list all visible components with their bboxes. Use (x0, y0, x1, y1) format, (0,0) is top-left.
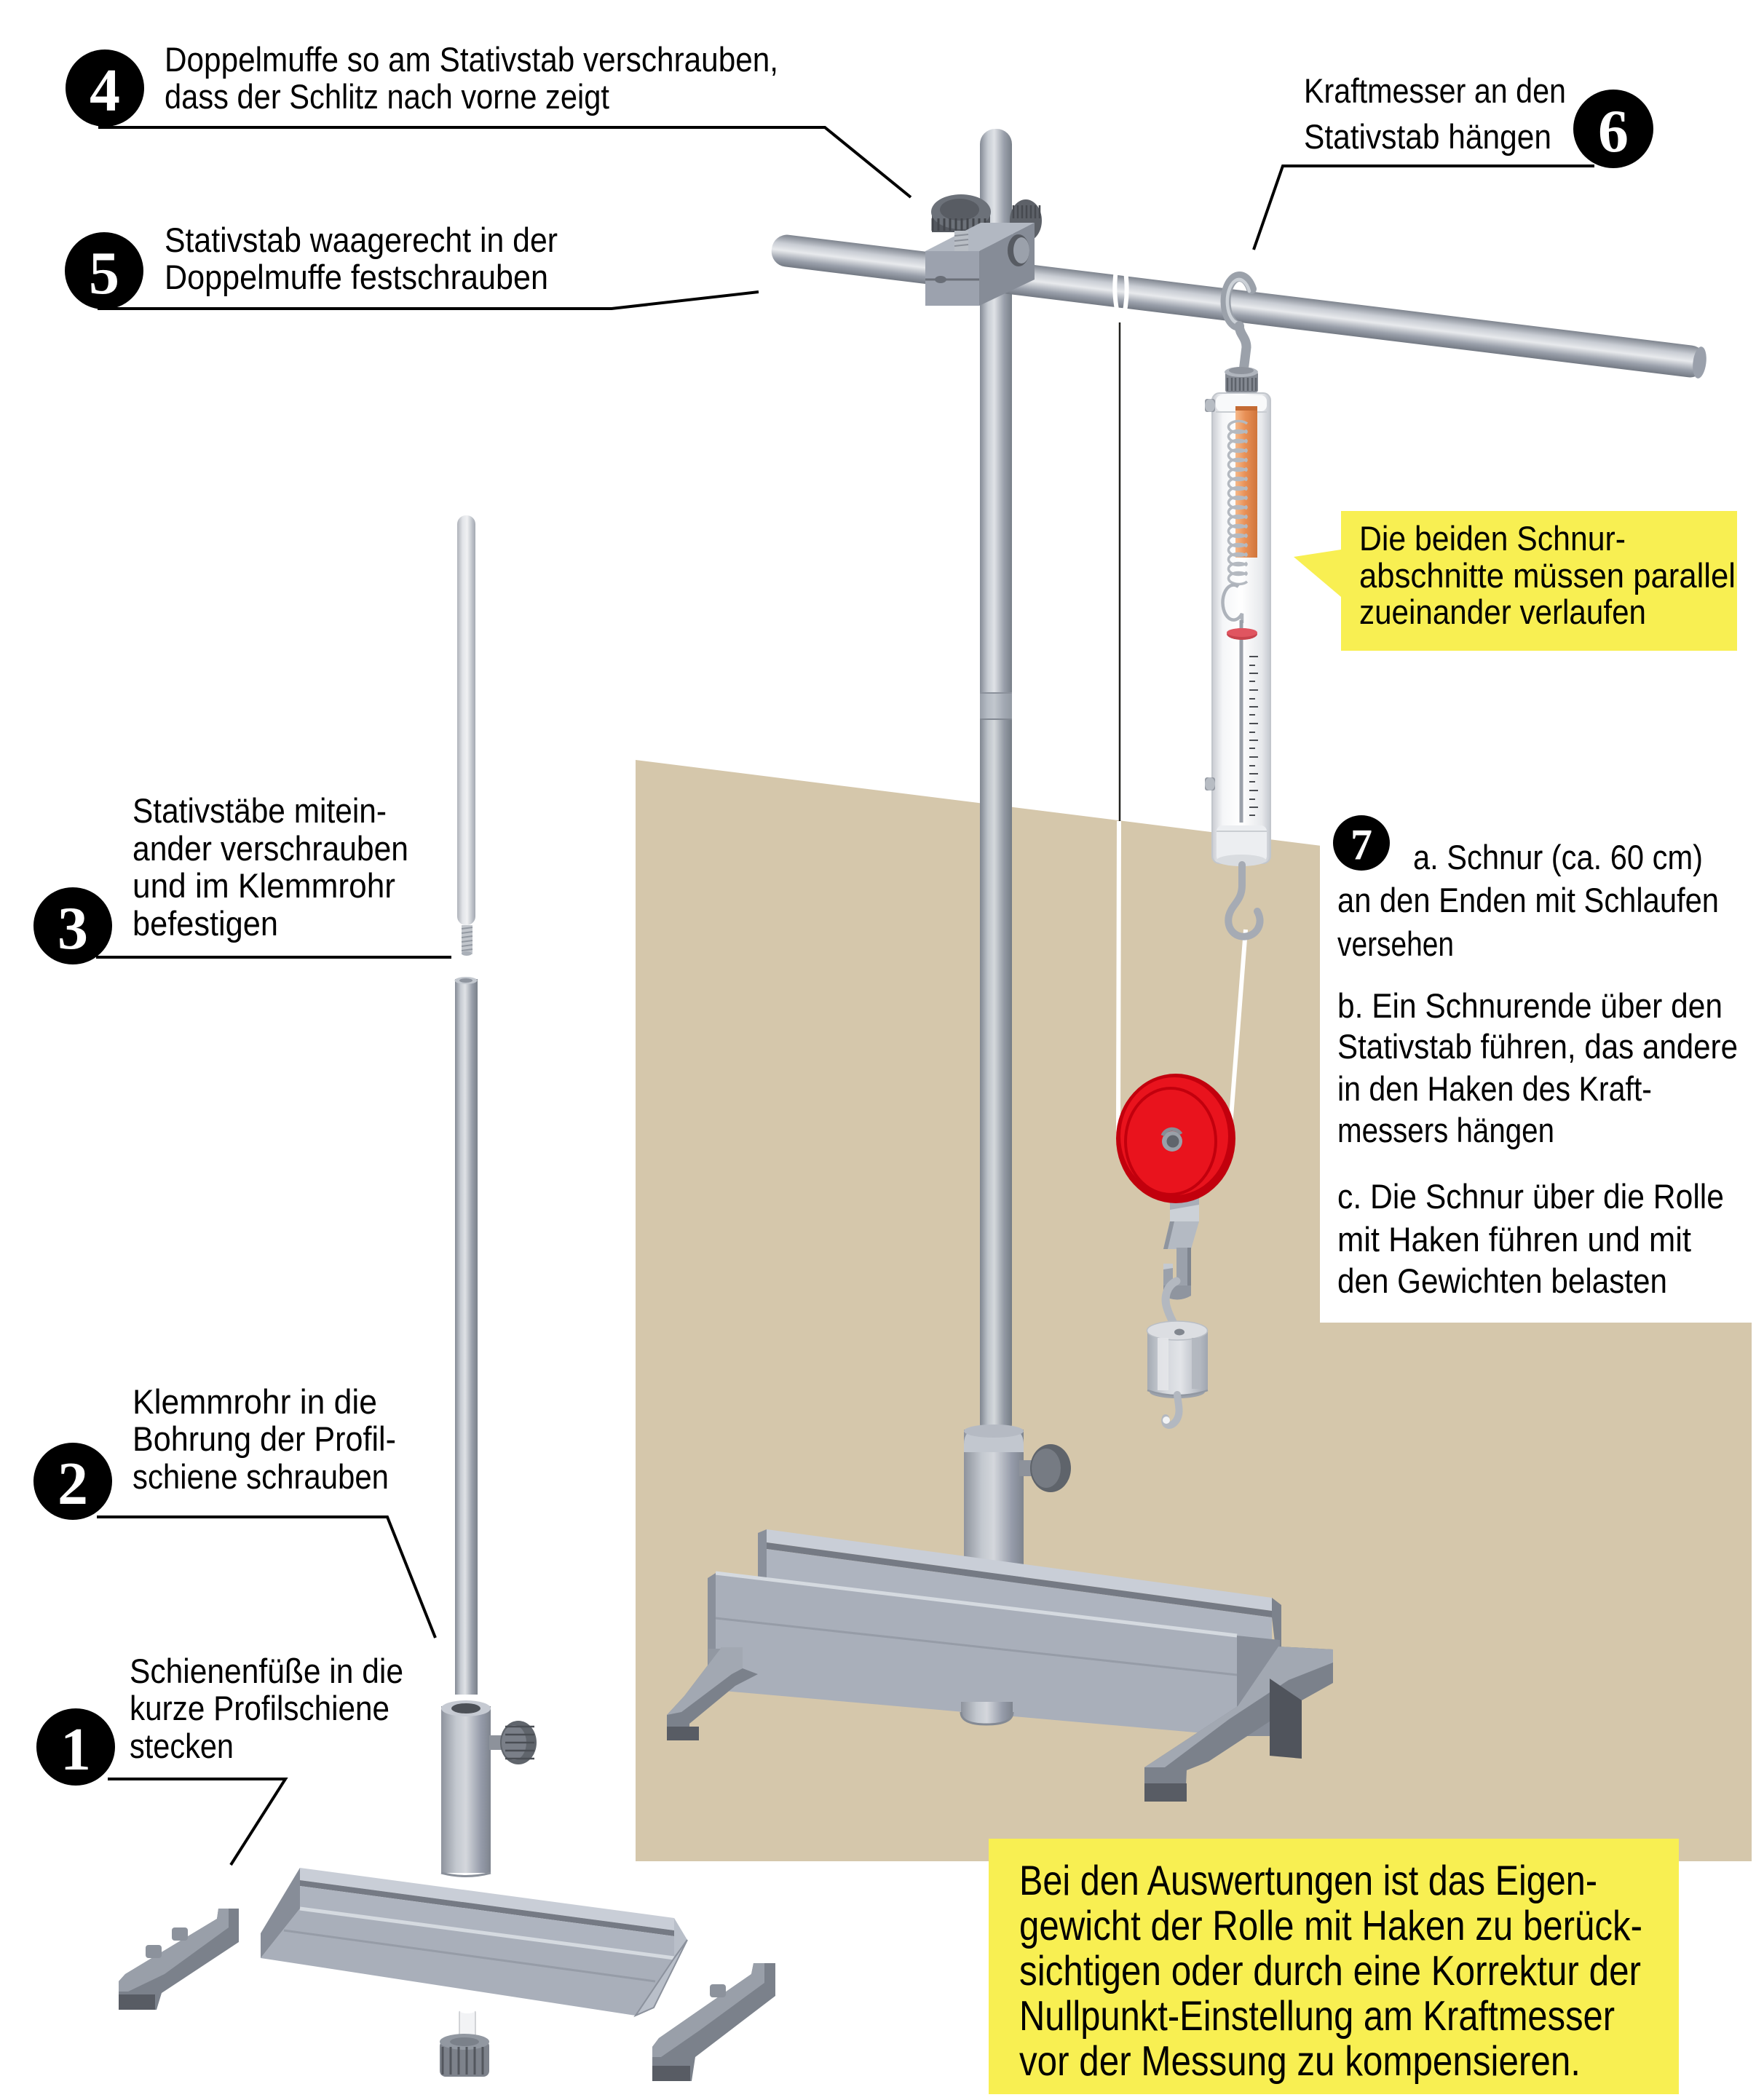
svg-text:7: 7 (1350, 820, 1372, 868)
svg-text:zueinander verlaufen: zueinander verlaufen (1359, 593, 1646, 631)
svg-text:mit Haken führen und mit: mit Haken führen und mit (1337, 1220, 1691, 1259)
svg-text:stecken: stecken (130, 1727, 234, 1765)
svg-text:kurze Profilschiene: kurze Profilschiene (130, 1689, 389, 1727)
svg-text:Stativstab führen, das andere: Stativstab führen, das andere (1337, 1027, 1738, 1066)
svg-text:gewicht der Rolle mit Haken zu: gewicht der Rolle mit Haken zu berück- (1019, 1903, 1642, 1949)
svg-text:Schienenfüße in die: Schienenfüße in die (130, 1652, 403, 1690)
svg-text:Doppelmuffe festschrauben: Doppelmuffe festschrauben (165, 258, 548, 296)
svg-text:in den Haken des Kraft-: in den Haken des Kraft- (1337, 1069, 1652, 1108)
svg-text:den Gewichten belasten: den Gewichten belasten (1337, 1261, 1667, 1300)
svg-text:Stativstab waagerecht in der: Stativstab waagerecht in der (165, 221, 558, 259)
svg-text:1: 1 (60, 1716, 91, 1783)
svg-text:Stativstäbe mitein-: Stativstäbe mitein- (133, 791, 387, 830)
svg-text:c. Die Schnur über die Rolle: c. Die Schnur über die Rolle (1337, 1177, 1724, 1216)
svg-text:b. Ein Schnurende über den: b. Ein Schnurende über den (1337, 986, 1723, 1025)
svg-text:an den Enden mit Schlaufen: an den Enden mit Schlaufen (1337, 881, 1719, 919)
svg-text:2: 2 (58, 1450, 88, 1518)
svg-text:Die beiden Schnur-: Die beiden Schnur- (1359, 519, 1626, 558)
svg-text:vor der Messung zu kompensiere: vor der Messung zu kompensieren. (1019, 2038, 1581, 2085)
svg-text:3: 3 (58, 895, 88, 962)
svg-text:6: 6 (1598, 98, 1629, 165)
svg-text:Bohrung der Profil-: Bohrung der Profil- (133, 1419, 396, 1458)
svg-text:Doppelmuffe so am Stativstab v: Doppelmuffe so am Stativstab verschraube… (165, 40, 778, 79)
svg-text:Kraftmesser an den: Kraftmesser an den (1304, 71, 1566, 110)
svg-text:Stativstab hängen: Stativstab hängen (1304, 117, 1551, 156)
svg-text:4: 4 (90, 57, 120, 124)
svg-text:abschnitte müssen parallel: abschnitte müssen parallel (1359, 556, 1736, 595)
svg-text:schiene schrauben: schiene schrauben (133, 1457, 389, 1496)
svg-text:befestigen: befestigen (133, 904, 278, 943)
svg-text:a. Schnur (ca. 60 cm): a. Schnur (ca. 60 cm) (1413, 838, 1703, 876)
svg-text:und im Klemmrohr: und im Klemmrohr (133, 866, 395, 905)
svg-text:Bei den Auswertungen ist das E: Bei den Auswertungen ist das Eigen- (1019, 1858, 1597, 1904)
svg-text:sichtigen oder durch eine Korr: sichtigen oder durch eine Korrektur der (1019, 1948, 1641, 1994)
svg-text:dass der Schlitz nach vorne ze: dass der Schlitz nach vorne zeigt (165, 77, 609, 116)
svg-text:5: 5 (89, 239, 119, 307)
svg-text:ander verschrauben: ander verschrauben (133, 829, 408, 868)
svg-text:Klemmrohr in die: Klemmrohr in die (133, 1382, 377, 1421)
svg-text:Nullpunkt-Einstellung am Kraft: Nullpunkt-Einstellung am Kraftmesser (1019, 1993, 1615, 2040)
svg-text:messers hängen: messers hängen (1337, 1111, 1554, 1149)
svg-text:versehen: versehen (1337, 924, 1454, 963)
